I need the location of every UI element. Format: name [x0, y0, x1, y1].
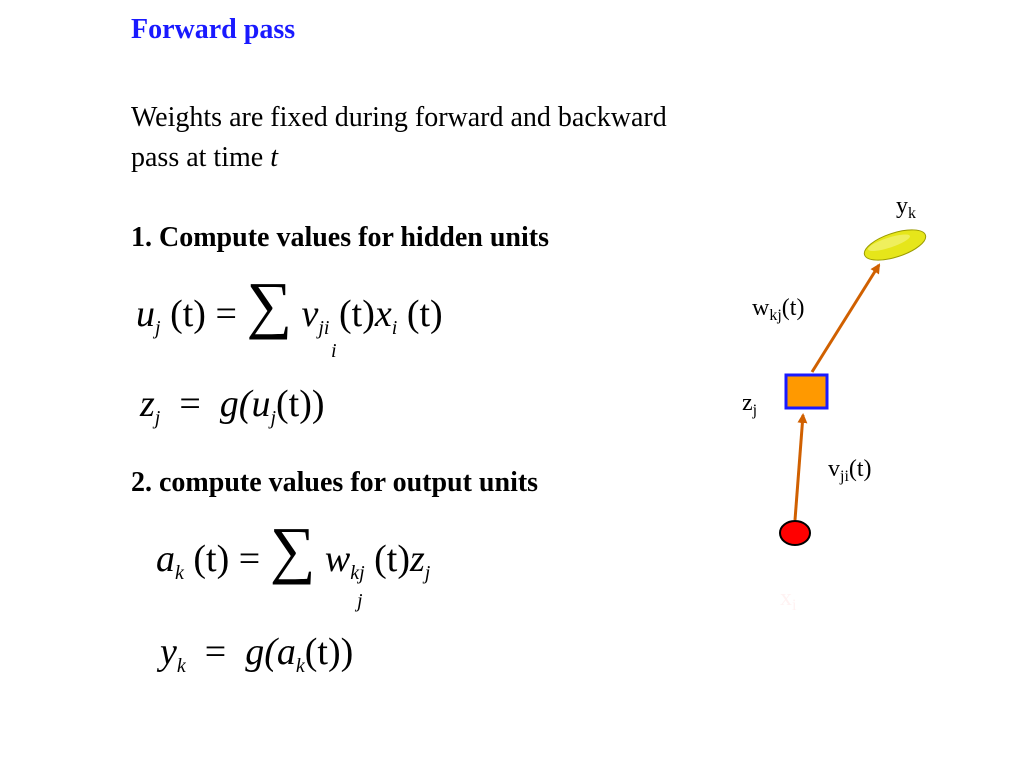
- input-label-base: x: [780, 585, 792, 611]
- eq-a-z-sub: j: [424, 562, 431, 584]
- eq-u-v: v: [301, 293, 319, 335]
- time-variable: t: [270, 142, 278, 173]
- intro-line-1: Weights are fixed during forward and bac…: [131, 102, 667, 133]
- input-node-label: xi: [780, 585, 796, 615]
- equation-hidden-output: zj = g(uj(t)): [140, 382, 325, 430]
- input-label-sub: i: [792, 597, 797, 614]
- weight-v-arrow: [793, 413, 808, 521]
- eq-u-t3: (t): [406, 293, 443, 335]
- v-label-tail: (t): [848, 456, 872, 482]
- eq-y-tail: (t)): [304, 631, 354, 673]
- eq-y-g-sub: k: [295, 655, 305, 677]
- eq-u-t2: (t): [339, 293, 375, 335]
- eq-a-z: z: [410, 538, 425, 580]
- hidden-node-label: zj: [742, 390, 757, 420]
- eq-a-w-sub: kj: [350, 562, 365, 584]
- eq-y-equals: =: [204, 631, 227, 673]
- hidden-label-base: z: [742, 390, 753, 416]
- weight-w-label: wkj(t): [752, 295, 804, 325]
- eq-u-v-sub: ji: [318, 317, 330, 339]
- eq-u-sum: ∑: [246, 269, 292, 340]
- w-label-base: w: [752, 295, 770, 321]
- hidden-node-shape: [784, 373, 829, 410]
- eq-z-equals: =: [179, 383, 201, 425]
- eq-a-sum: ∑: [269, 514, 316, 585]
- eq-u-equals: =: [215, 293, 237, 335]
- eq-y-lhs: y: [160, 631, 177, 673]
- slide-title: Forward pass: [131, 14, 296, 45]
- w-label-tail: (t): [781, 295, 805, 321]
- eq-u-x-sub: i: [391, 317, 398, 339]
- eq-z-g-sub: j: [270, 407, 277, 429]
- eq-u-lhs: u: [136, 293, 155, 335]
- intro-text: Weights are fixed during forward and bac…: [131, 98, 811, 178]
- eq-a-lhs: a: [156, 538, 175, 580]
- eq-z-tail: (t)): [276, 383, 325, 425]
- eq-a-lhs-sub: k: [175, 562, 184, 584]
- step-2-heading: 2. compute values for output units: [131, 467, 539, 498]
- eq-a-w: w: [324, 538, 351, 580]
- w-label-sub: kj: [769, 307, 782, 324]
- eq-u-t1: (t): [170, 293, 206, 335]
- eq-z-lhs-sub: j: [154, 407, 161, 429]
- eq-y-lhs-sub: k: [176, 655, 186, 677]
- weight-w-arrow: [810, 263, 881, 373]
- equation-output-output: yk = g(ak(t)): [160, 630, 353, 678]
- eq-u-x: x: [374, 293, 392, 335]
- output-node-shape: [863, 229, 927, 261]
- eq-a-t1: (t): [193, 538, 230, 580]
- v-label-base: v: [828, 456, 840, 482]
- eq-z-g: g(u: [219, 383, 271, 425]
- hidden-label-sub: j: [752, 402, 758, 419]
- eq-a-t2: (t): [374, 538, 410, 580]
- output-label-sub: k: [908, 205, 916, 222]
- eq-z-lhs: z: [140, 383, 155, 425]
- output-label-base: y: [896, 193, 908, 219]
- step-1-heading: 1. Compute values for hidden units: [131, 222, 550, 253]
- eq-a-equals: =: [238, 538, 261, 580]
- v-label-sub: ji: [840, 468, 849, 485]
- eq-u-sum-index: i: [331, 340, 337, 362]
- equation-hidden-input: uj (t) = ∑ vji (t)xi (t): [136, 273, 443, 340]
- intro-line-2-text: pass at time: [131, 142, 271, 173]
- eq-a-sum-index: j: [357, 590, 363, 612]
- equation-output-input: ak (t) = ∑ wkj (t)zj: [156, 518, 431, 585]
- eq-u-lhs-sub: j: [155, 317, 161, 339]
- output-node-label: yk: [896, 193, 916, 223]
- eq-y-g: g(a: [245, 631, 296, 673]
- weight-v-label: vji(t): [828, 456, 872, 486]
- input-node-shape: [779, 520, 811, 546]
- intro-line-2: pass at time t: [131, 138, 811, 178]
